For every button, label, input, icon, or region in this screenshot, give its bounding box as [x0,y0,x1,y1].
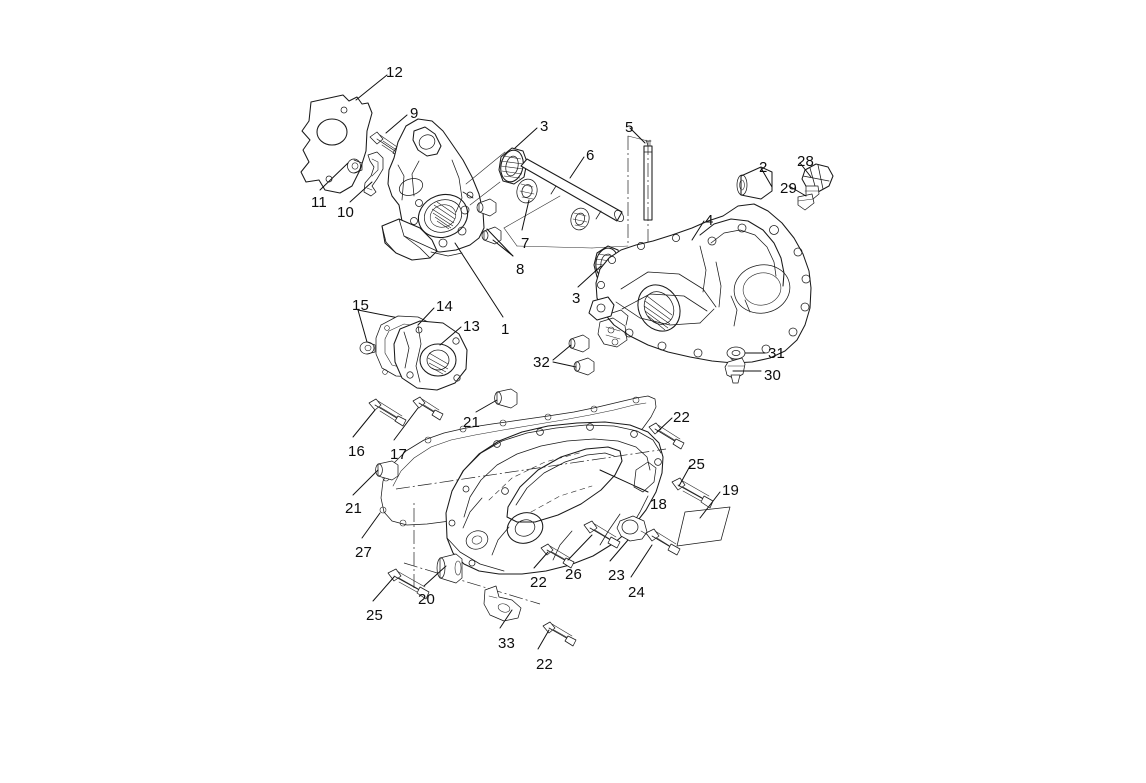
part-5-dowel-pin [643,139,653,221]
part-24-bolt [645,528,681,556]
part-31-washer [726,346,746,360]
callout-12: 12 [386,64,404,81]
callout-28: 28 [797,153,815,170]
callout-1: 1 [501,321,510,338]
part-17-bolt [412,396,444,421]
part-6-shaft [520,158,624,222]
part-28-cap [801,163,834,193]
callout-5: 5 [625,119,634,136]
callout-10: 10 [337,204,355,221]
callout-19: 19 [722,482,740,499]
callout-13: 13 [463,318,481,335]
part-30-drain-plug [724,357,746,384]
callout-22c: 22 [536,656,554,673]
part-21-collars [375,388,518,481]
callout-32: 32 [533,354,551,371]
callout-9: 9 [410,105,419,122]
callout-7: 7 [521,235,530,252]
callout-33: 33 [498,635,516,652]
callout-26: 26 [565,566,583,583]
callout-29: 29 [780,180,798,197]
callout-6: 6 [586,147,595,164]
callout-17: 17 [390,446,408,463]
callout-3b: 3 [572,290,581,307]
callout-31: 31 [768,345,786,362]
callout-4: 4 [705,212,714,229]
part-20-sleeve [436,553,463,584]
callout-leaders [319,74,812,650]
part-32-plugs [552,334,595,376]
part-11-bolt [347,158,363,174]
part-12-plate [300,94,373,194]
callout-18: 18 [650,496,668,513]
callout-22b: 22 [530,574,548,591]
part-23-clip [616,515,649,542]
callout-23: 23 [608,567,626,584]
callout-24: 24 [628,584,646,601]
callout-30: 30 [764,367,782,384]
callout-22a: 22 [673,409,691,426]
callout-2: 2 [759,159,768,176]
part-26-bolt [583,520,621,549]
callout-14: 14 [436,298,454,315]
part-1-left-crankcase [381,118,485,261]
callout-15: 15 [352,297,370,314]
part-13-pump-housing [393,320,468,391]
part-29-seal [797,185,820,211]
part-2-bushing [736,166,773,200]
callout-25a: 25 [688,456,706,473]
callout-8: 8 [516,261,525,278]
callout-20: 20 [418,591,436,608]
part-33-bracket [483,585,522,622]
part-right-crankcase [588,203,812,364]
callout-3a: 3 [540,118,549,135]
projection-lines [465,135,649,253]
callout-11: 11 [311,194,327,211]
cover-axis-lines [395,448,667,605]
callout-21a: 21 [463,414,481,431]
part-10-lever [363,151,384,197]
part-18-transmission-cover [445,421,664,575]
part-16-bolt [368,398,407,427]
callout-25b: 25 [366,607,384,624]
callout-16: 16 [348,443,366,460]
part-25-long-bolts [387,477,714,600]
part-19-plate [676,506,731,547]
callout-21b: 21 [345,500,363,517]
part-22-bolts [540,422,685,647]
callout-27: 27 [355,544,373,561]
part-7-bearings [516,178,590,231]
part-3-bearing-upper [498,147,528,185]
